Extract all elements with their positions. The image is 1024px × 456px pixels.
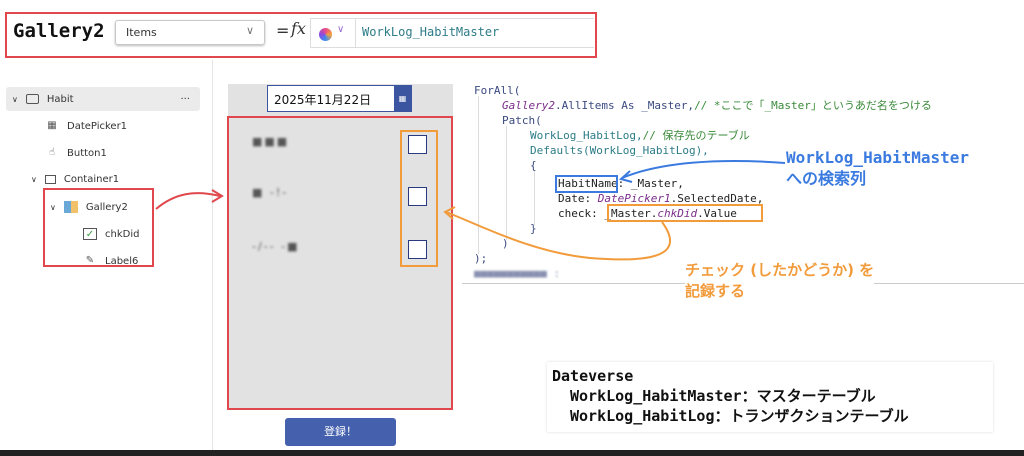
code-token: check: <box>558 207 605 220</box>
control-name[interactable]: Gallery2 <box>13 20 105 42</box>
tree-label: Button1 <box>67 147 107 159</box>
code-comment: // *ここで「_Master」というあだ名をつける <box>694 99 932 112</box>
calendar-icon[interactable]: ▦ <box>394 86 411 111</box>
chevron-down-icon: ∨ <box>12 94 18 104</box>
dataverse-note: Dateverse WorkLog_HabitMaster：マスターテーブル W… <box>547 362 993 432</box>
code-token: : _Master, <box>617 177 684 190</box>
property-value: Items <box>126 26 157 39</box>
code-token: Defaults(WorkLog_HabitLog), <box>530 144 709 157</box>
chkdid-checkbox[interactable] <box>408 187 427 206</box>
code-token: .AllItems As _Master, <box>554 99 695 112</box>
tree-item-button1[interactable]: ☝ Button1 <box>45 147 107 159</box>
tree-label: chkDid <box>105 228 140 240</box>
code-token: ) <box>502 237 509 250</box>
code-token: Patch( <box>502 114 542 127</box>
formula-input[interactable]: ∨ WorkLog_HabitMaster <box>310 18 594 48</box>
submit-button[interactable]: 登録！ <box>285 418 396 446</box>
check-annotation: チェック (したかどうか) を記録する <box>685 260 875 302</box>
screen-icon <box>25 94 39 104</box>
chevron-down-icon[interactable]: ∨ <box>337 24 345 35</box>
tree-label: Habit <box>46 93 74 105</box>
container-icon <box>44 175 56 184</box>
code-token: .Value <box>697 207 737 220</box>
code-token: DatePicker1 <box>597 192 671 205</box>
gallery-item-label: ■ -!- <box>252 186 289 199</box>
gallery-icon <box>63 201 78 213</box>
code-editor[interactable]: ForAll( Gallery2.AllItems As _Master,// … <box>462 80 1024 284</box>
code-token: { <box>530 159 537 172</box>
code-token: Date: <box>558 192 598 205</box>
dataverse-line: WorkLog_HabitMaster：マスターテーブル <box>570 387 876 405</box>
annotation-title: WorkLog_HabitMaster <box>786 148 970 167</box>
dataverse-title: Dateverse <box>552 367 634 385</box>
code-token: ForAll( <box>474 84 521 97</box>
annotation-line: 記録する <box>685 282 746 300</box>
code-token: .SelectedDate, <box>670 192 764 205</box>
tree-item-label6[interactable]: ✎ Label6 <box>83 255 139 267</box>
code-token: } <box>530 222 537 235</box>
code-token: ■■■■■■■■■■■ : <box>474 267 561 280</box>
chevron-down-icon: ∨ <box>50 202 56 212</box>
tree-item-habit[interactable]: ∨ Habit ··· <box>6 87 200 111</box>
dataverse-line: WorkLog_HabitLog：トランザクションテーブル <box>570 407 909 425</box>
tree-item-gallery2[interactable]: ∨ Gallery2 <box>50 201 128 213</box>
calendar-icon: ▦ <box>47 120 57 131</box>
red-arrowhead <box>211 189 224 203</box>
code-token: HabitName <box>558 177 618 190</box>
more-icon[interactable]: ··· <box>180 93 190 105</box>
code-token: WorkLog_HabitLog, <box>530 129 643 142</box>
annotation-line: チェック (したかどうか) を <box>685 261 875 279</box>
check-value-highlight <box>607 204 763 222</box>
equals-sign: = <box>276 21 290 40</box>
lookup-highlight <box>555 175 618 193</box>
tree-label: Container1 <box>63 174 120 185</box>
divider <box>212 60 213 456</box>
date-picker[interactable]: 2025年11月22日 ▦ <box>267 85 412 112</box>
gallery-item-label: -/-- -■ <box>252 240 300 253</box>
copilot-icon[interactable] <box>319 28 332 41</box>
code-comment: // 保存先のテーブル <box>642 129 750 142</box>
fx-icon[interactable]: fx <box>291 19 306 38</box>
tree-label: Label6 <box>105 255 139 267</box>
gallery-item-label: ■■■ <box>252 135 290 148</box>
label-icon: ✎ <box>85 255 95 266</box>
chkdid-checkbox[interactable] <box>408 240 427 259</box>
formula-text[interactable]: WorkLog_HabitMaster <box>362 25 500 39</box>
checkbox-highlight <box>400 130 438 267</box>
code-token: Gallery2 <box>502 99 555 112</box>
code-token: ); <box>474 252 488 265</box>
bottom-bar <box>0 450 1024 456</box>
tree-item-datepicker1[interactable]: ▦ DatePicker1 <box>45 120 127 132</box>
annotation-sub: への検索列 <box>786 169 867 188</box>
formula-bar-highlight <box>5 12 597 58</box>
chkdid-checkbox[interactable] <box>408 135 427 154</box>
gallery[interactable] <box>227 116 453 410</box>
tree-view: ∨ Habit ··· ▦ DatePicker1 ☝ Button1 ∨ Contain… <box>0 80 212 456</box>
lookup-annotation: WorkLog_HabitMaster への検索列 <box>786 147 970 189</box>
gallery-tree-highlight <box>43 188 154 267</box>
tree-label: Gallery2 <box>85 201 128 213</box>
checkbox-icon: ✓ <box>83 228 97 240</box>
tree-item-container1[interactable]: ∨ Container1 <box>31 174 119 185</box>
tree-item-chkdid[interactable]: ✓ chkDid <box>83 228 139 240</box>
date-value: 2025年11月22日 <box>274 93 372 107</box>
tree-label: DatePicker1 <box>67 120 128 132</box>
button-icon: ☝ <box>48 147 56 158</box>
property-dropdown[interactable]: Items ∨ <box>115 20 265 45</box>
chevron-down-icon: ∨ <box>245 24 254 37</box>
chevron-down-icon: ∨ <box>31 175 37 184</box>
